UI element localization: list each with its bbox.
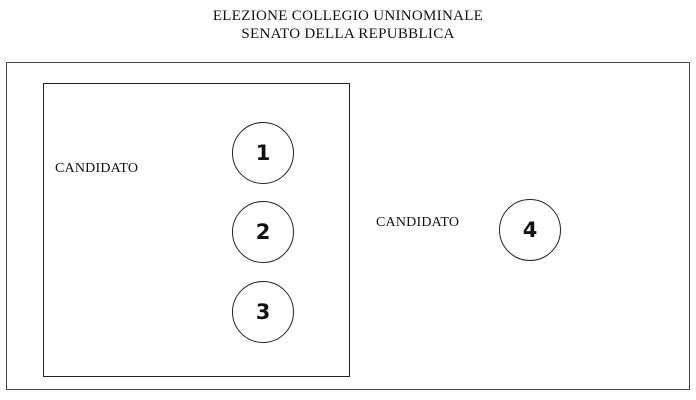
candidate-label-single: CANDIDATO xyxy=(376,215,460,230)
candidate-number-4: 4 xyxy=(522,218,538,242)
candidate-number-1-circle[interactable]: 1 xyxy=(232,122,294,184)
candidate-number-3: 3 xyxy=(255,300,271,324)
candidate-group-box: CANDIDATO 1 2 3 xyxy=(43,83,350,377)
ballot-frame: CANDIDATO 1 2 3 CANDIDATO 4 xyxy=(6,62,690,390)
candidate-number-1: 1 xyxy=(255,141,271,165)
ballot-title-line1: ELEZIONE COLLEGIO UNINOMINALE xyxy=(212,8,484,24)
candidate-number-4-circle[interactable]: 4 xyxy=(499,199,561,261)
candidate-label-group: CANDIDATO xyxy=(55,161,139,176)
ballot-title-line2: SENATO DELLA REPUBBLICA xyxy=(241,26,455,42)
candidate-number-2: 2 xyxy=(255,220,271,244)
ballot-header: ELEZIONE COLLEGIO UNINOMINALE SENATO DEL… xyxy=(0,7,696,43)
candidate-number-2-circle[interactable]: 2 xyxy=(232,201,294,263)
candidate-number-3-circle[interactable]: 3 xyxy=(232,281,294,343)
